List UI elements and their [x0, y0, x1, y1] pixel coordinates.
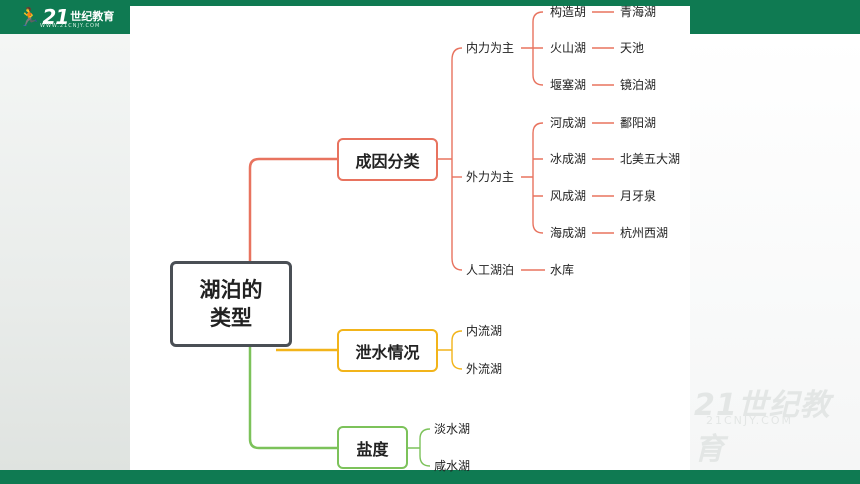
node-aeolian-lake: 风成湖 [550, 189, 587, 203]
leaf-qinghai-lake: 青海湖 [620, 5, 657, 19]
brand-logo: 🏃 21 世纪教育 WWW.21CNJY.COM [18, 4, 114, 30]
node-inland-lake: 内流湖 [466, 324, 503, 338]
leaf-crescent-spring: 月牙泉 [620, 189, 657, 203]
connector-salinity-group [408, 428, 431, 467]
connector-drain-group [438, 330, 463, 370]
connector-leaves [592, 11, 614, 234]
logo-number: 21 [42, 5, 69, 29]
branch-node-drainage: 泄水情况 [337, 329, 438, 372]
runner-icon: 🏃 [18, 6, 41, 28]
right-background [690, 34, 860, 470]
node-volcanic-lake: 火山湖 [550, 41, 587, 55]
left-background [0, 34, 130, 470]
leaf-west-lake: 杭州西湖 [620, 226, 669, 240]
node-outer-force: 外力为主 [466, 170, 515, 184]
node-marine-lake: 海成湖 [550, 226, 587, 240]
watermark-logo: 21世纪教育 [694, 388, 831, 467]
node-tectonic-lake: 构造胡 [550, 5, 587, 19]
leaf-reservoir: 水库 [550, 263, 575, 277]
footer-bar [0, 470, 860, 484]
node-artificial-lake: 人工湖泊 [466, 263, 515, 277]
leaf-tianchi: 天池 [620, 41, 645, 55]
branch-node-cause: 成因分类 [337, 138, 438, 181]
root-node: 湖泊的类型 [170, 261, 292, 347]
connector-root-salinity [248, 347, 337, 450]
leaf-poyang-lake: 鄱阳湖 [620, 116, 657, 130]
branch-node-salinity: 盐度 [337, 426, 408, 469]
node-inner-force: 内力为主 [466, 41, 515, 55]
leaf-jingpo-lake: 镜泊湖 [620, 78, 657, 92]
connector-root-cause [248, 157, 337, 261]
connector-cause-group [438, 47, 463, 271]
node-glacial-lake: 冰成湖 [550, 152, 587, 166]
connector-inner-group [521, 11, 544, 86]
node-river-lake: 河成湖 [550, 116, 587, 130]
logo-subtext: WWW.21CNJY.COM [40, 23, 101, 29]
leaf-great-lakes: 北美五大湖 [620, 152, 681, 166]
node-freshwater-lake: 淡水湖 [434, 422, 471, 436]
logo-text: 世纪教育 [70, 10, 115, 23]
watermark-url: 21CNJY.COM [706, 414, 793, 427]
node-barrier-lake: 堰塞湖 [550, 78, 587, 92]
node-outflow-lake: 外流湖 [466, 362, 503, 376]
node-saltwater-lake: 咸水湖 [434, 459, 471, 473]
connector-outer-group [521, 122, 544, 234]
